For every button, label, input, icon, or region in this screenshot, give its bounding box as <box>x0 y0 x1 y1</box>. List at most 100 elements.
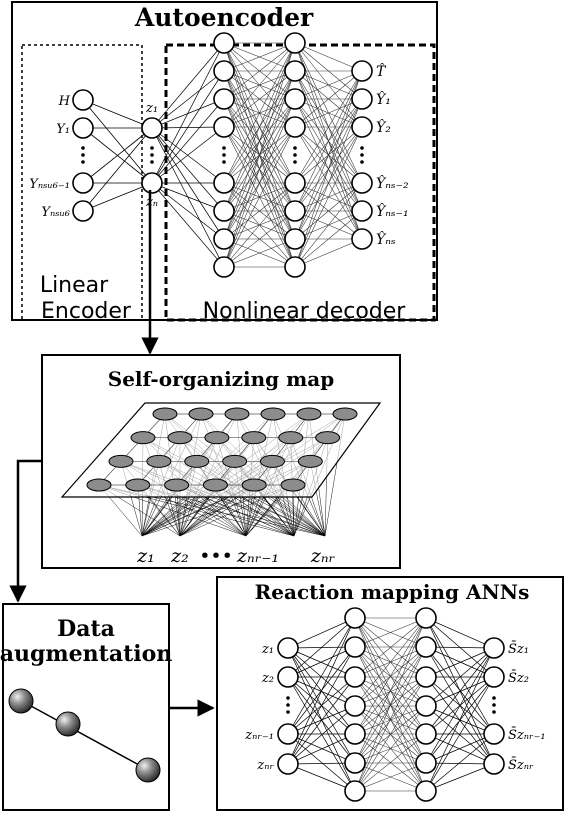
decoder-connection <box>223 42 296 100</box>
ann-connection <box>287 676 356 765</box>
ellipsis-dots <box>492 710 496 714</box>
ann-connection <box>425 733 495 792</box>
ann-connection <box>425 647 495 678</box>
ann-input-node <box>277 666 299 688</box>
ann-connection <box>354 617 427 648</box>
ann-connection <box>287 762 356 765</box>
ann-output-node <box>483 723 505 745</box>
hidden-node <box>284 228 306 250</box>
ann-connection <box>287 617 356 649</box>
decoder-connection <box>151 182 225 212</box>
som-neuron <box>125 478 151 492</box>
som-plane <box>60 402 382 498</box>
som-z-label: zₙᵣ₋₁ <box>236 545 279 567</box>
ann-input-label: zₙᵣ <box>256 758 274 773</box>
encoder-connection <box>82 127 153 212</box>
hidden-node <box>284 88 306 110</box>
hidden-node <box>213 200 235 222</box>
latent-label: zₙ <box>145 195 158 210</box>
autoencoder-connections <box>82 42 363 268</box>
ann-connection <box>287 617 356 735</box>
ann-connection <box>354 676 427 792</box>
ann-connection <box>287 646 356 765</box>
ellipsis-dots <box>150 160 154 164</box>
som-neuron <box>164 478 190 492</box>
output-label: Ŷₙₛ₋₁ <box>376 202 409 220</box>
decoder-connection <box>151 127 225 240</box>
input-node <box>72 172 94 194</box>
decoder-connection <box>223 182 296 268</box>
decoder-connection <box>294 70 363 212</box>
ann-connection <box>425 676 495 792</box>
linear-encoder-label-line2: Encoder <box>41 299 132 324</box>
reaction-frame <box>216 576 564 811</box>
ann-connection <box>425 617 495 649</box>
som-neuron <box>259 454 285 468</box>
ann-input-label: z₂ <box>261 671 274 686</box>
reaction-title: Reaction mapping ANNs <box>255 580 530 604</box>
som-neuron <box>146 454 172 468</box>
sample-point-3 <box>135 757 161 783</box>
ann-input-label: z₁ <box>261 642 274 657</box>
hidden-node <box>284 172 306 194</box>
encoder-connection <box>82 99 153 129</box>
ann-connection <box>287 617 356 678</box>
encoder-connection <box>82 127 153 184</box>
som-title: Self-organizing map <box>108 367 334 391</box>
nonlinear-decoder-label: Nonlinear decoder <box>203 299 407 324</box>
decoder-connection <box>223 238 296 268</box>
ann-connection <box>425 705 495 765</box>
hidden-node <box>213 172 235 194</box>
ellipsis-dots <box>81 153 85 157</box>
decoder-connection <box>294 70 363 128</box>
decoder-connection <box>294 42 363 72</box>
ann-input-node <box>277 723 299 745</box>
decoder-connection <box>151 70 225 129</box>
decoder-connection <box>294 182 363 240</box>
linear-encoder-region <box>21 44 143 321</box>
decoder-connection <box>223 42 296 240</box>
ellipsis-dots <box>293 146 297 150</box>
input-label: Y₁ <box>56 122 70 137</box>
som-z-label: z₁ <box>136 545 155 567</box>
ellipsis-dots <box>360 146 364 150</box>
som-neuron <box>167 431 193 445</box>
decoder-connection <box>294 70 363 268</box>
ann-connection <box>425 647 495 764</box>
ann-hidden-node <box>344 607 366 629</box>
ann-connection <box>354 617 427 792</box>
ellipsis-dots <box>286 710 290 714</box>
hidden-node <box>213 88 235 110</box>
ann-connection <box>425 647 495 735</box>
output-node <box>351 88 373 110</box>
ann-hidden-node <box>344 752 366 774</box>
ellipsis-dots <box>492 703 496 707</box>
som-neuron <box>86 478 112 492</box>
ann-connection <box>287 647 356 678</box>
hidden-node <box>284 32 306 54</box>
ann-hidden-node <box>415 695 437 717</box>
ann-input-node <box>277 753 299 775</box>
ann-connection <box>354 676 427 764</box>
ann-hidden-node <box>344 780 366 802</box>
hidden-node <box>213 116 235 138</box>
reaction-nodes <box>277 607 505 802</box>
input-label: Yₙₛᵤ₆₋₁ <box>29 177 70 192</box>
ann-hidden-node <box>415 607 437 629</box>
latent-node <box>141 117 163 139</box>
sample-point-2 <box>55 711 81 737</box>
ann-hidden-node <box>415 752 437 774</box>
encoder-connection <box>82 99 153 184</box>
interpolation-line <box>19 699 151 772</box>
ann-hidden-node <box>344 695 366 717</box>
ann-connection <box>354 617 427 707</box>
som-neuron <box>188 407 214 421</box>
ann-hidden-node <box>344 666 366 688</box>
output-label: Ŷₙₛ <box>376 230 396 248</box>
ann-connection <box>425 647 495 792</box>
ann-connection <box>354 676 427 707</box>
som-neuron <box>204 431 230 445</box>
som-neuron <box>184 454 210 468</box>
